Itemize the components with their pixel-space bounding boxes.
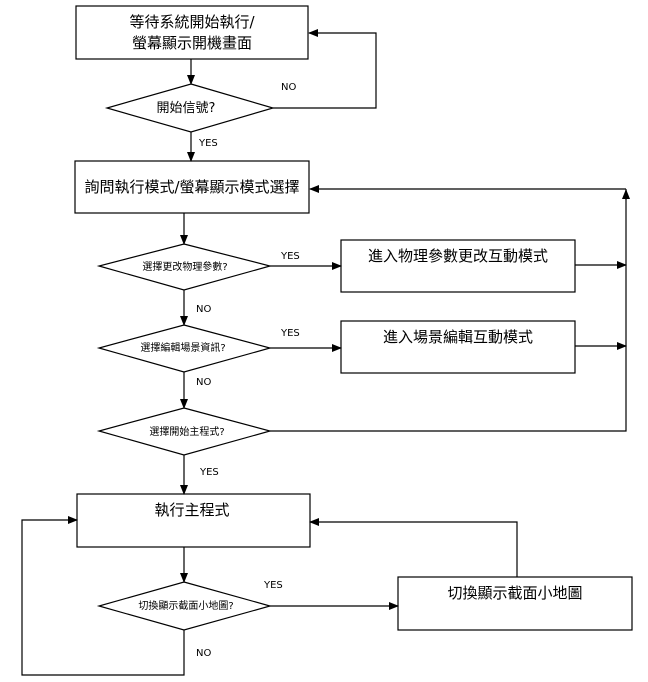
decision-start-text: 開始信號? [157, 101, 216, 116]
arrow-decision-start-no-loop [273, 29, 377, 109]
decision-physics-text: 選擇更改物理參數? [142, 260, 227, 273]
label-no-physics: NO [196, 304, 211, 315]
decision-start: 開始信號? [104, 83, 276, 133]
decision-scene: 選擇編輯場景資訊? [96, 324, 273, 373]
decision-main: 選擇開始主程式? [96, 407, 273, 456]
run-main-text: 執行主程式 [154, 501, 229, 519]
decision-main-text: 選擇開始主程式? [149, 425, 224, 438]
label-yes-main: YES [199, 467, 219, 478]
start-line1: 等待系統開始執行/ [129, 13, 255, 31]
label-yes-scene: YES [280, 328, 300, 339]
start-box: 等待系統開始執行/ 螢幕顯示開機畫面 [75, 5, 309, 60]
label-no-scene: NO [196, 377, 211, 388]
run-main-box: 執行主程式 [76, 493, 311, 548]
scene-mode-text: 進入場景編輯互動模式 [383, 328, 533, 346]
label-yes-physics: YES [280, 251, 300, 262]
arrow-minimap-no-loop [21, 516, 185, 676]
decision-minimap-text: 切換顯示截面小地圖? [138, 599, 233, 612]
arrow-toggle-to-run [309, 518, 518, 577]
query-mode-box: 詢問執行模式/螢幕顯示模式選擇 [74, 160, 310, 214]
physics-mode-box: 進入物理參數更改互動模式 [340, 239, 576, 293]
label-no-minimap: NO [196, 648, 211, 659]
label-yes-start: YES [198, 138, 218, 149]
query-mode-text: 詢問執行模式/螢幕顯示模式選擇 [84, 178, 299, 196]
label-yes-minimap: YES [263, 580, 283, 591]
label-no-start: NO [281, 82, 296, 93]
toggle-minimap-text: 切換顯示截面小地圖 [447, 584, 582, 602]
return-line-main-no [270, 189, 627, 432]
decision-physics: 選擇更改物理參數? [96, 243, 273, 291]
decision-minimap: 切換顯示截面小地圖? [96, 581, 273, 631]
physics-mode-text: 進入物理參數更改互動模式 [368, 247, 548, 265]
decision-scene-text: 選擇編輯場景資訊? [140, 341, 225, 354]
scene-mode-box: 進入場景編輯互動模式 [340, 320, 576, 374]
start-line2: 螢幕顯示開機畫面 [132, 34, 252, 52]
toggle-minimap-box: 切換顯示截面小地圖 [397, 576, 633, 631]
